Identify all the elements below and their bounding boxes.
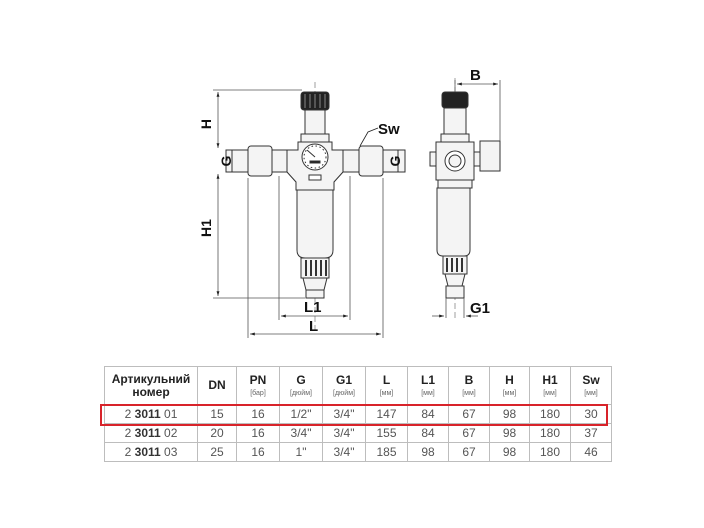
header-label: H1 bbox=[542, 372, 558, 387]
cell-G: 3/4" bbox=[279, 423, 323, 443]
cell-PN: 16 bbox=[236, 404, 280, 424]
cell-L1: 84 bbox=[407, 404, 449, 424]
header-unit: [мм] bbox=[421, 389, 435, 397]
header-unit: [мм] bbox=[502, 389, 517, 397]
header-article: Артикульний номер bbox=[104, 366, 198, 405]
cell-H1: 180 bbox=[529, 442, 571, 462]
article-suffix: 02 bbox=[160, 426, 178, 440]
header-label: PN bbox=[249, 372, 267, 387]
header-Sw: Sw [мм] bbox=[570, 366, 612, 405]
header-unit: [мм] bbox=[584, 389, 598, 397]
label-B: B bbox=[470, 67, 481, 84]
header-label: L1 bbox=[420, 372, 435, 387]
label-H: H bbox=[198, 119, 214, 129]
cell-article: 2 3011 01 bbox=[104, 404, 198, 424]
header-label: L bbox=[382, 372, 391, 387]
cell-G1: 3/4" bbox=[322, 404, 366, 424]
adjustment-knob bbox=[300, 91, 330, 111]
front-dimensions bbox=[213, 89, 384, 338]
header-label: G1 bbox=[335, 372, 352, 387]
cell-Sw: 37 bbox=[570, 423, 612, 443]
cell-PN: 16 bbox=[236, 442, 280, 462]
article-base: 3011 bbox=[134, 445, 161, 459]
header-L: L [мм] bbox=[365, 366, 408, 405]
cell-L: 185 bbox=[365, 442, 408, 462]
header-article-line2: номер bbox=[132, 384, 170, 399]
cell-G1: 3/4" bbox=[322, 442, 366, 462]
header-label: H bbox=[505, 372, 514, 387]
header-label: B bbox=[464, 372, 474, 387]
cell-L1: 98 bbox=[407, 442, 449, 462]
cell-B: 67 bbox=[448, 404, 490, 424]
cell-G: 1" bbox=[279, 442, 323, 462]
header-G1: G1 [дюйм] bbox=[322, 366, 366, 405]
cell-H1: 180 bbox=[529, 404, 571, 424]
header-label: G bbox=[296, 372, 306, 387]
cell-Sw: 30 bbox=[570, 404, 612, 424]
header-unit: [мм] bbox=[462, 389, 476, 397]
article-prefix: 2 bbox=[124, 407, 135, 421]
header-H1: H1 [мм] bbox=[529, 366, 571, 405]
label-Sw: Sw bbox=[378, 121, 400, 138]
header-L1: L1 [мм] bbox=[407, 366, 449, 405]
label-G1: G1 bbox=[470, 300, 490, 317]
side-view bbox=[429, 78, 501, 320]
header-B: B [мм] bbox=[448, 366, 490, 405]
header-article-line1: Артикульний bbox=[111, 371, 191, 386]
article-suffix: 03 bbox=[160, 445, 178, 459]
cell-article: 2 3011 03 bbox=[104, 442, 198, 462]
front-view bbox=[225, 82, 406, 330]
table-header-row: Артикульний номер DN PN [бар] G [дюйм] G1 [… bbox=[104, 366, 612, 405]
article-prefix: 2 bbox=[124, 426, 135, 440]
spec-table: Артикульний номер DN PN [бар] G [дюйм] G1 [… bbox=[104, 366, 612, 462]
cell-DN: 25 bbox=[197, 442, 237, 462]
article-suffix: 01 bbox=[160, 407, 178, 421]
header-unit: [дюйм] bbox=[333, 389, 355, 397]
cell-article: 2 3011 02 bbox=[104, 423, 198, 443]
label-L1: L1 bbox=[304, 299, 322, 316]
cell-H: 98 bbox=[489, 404, 530, 424]
label-G-left: G bbox=[218, 155, 234, 166]
cell-L: 155 bbox=[365, 423, 408, 443]
cell-B: 67 bbox=[448, 442, 490, 462]
label-L: L bbox=[309, 318, 318, 335]
table-row: 2 3011 01 15 16 1/2" 3/4" 147 84 67 98 1… bbox=[104, 404, 612, 424]
cell-L: 147 bbox=[365, 404, 408, 424]
table-row: 2 3011 03 25 16 1" 3/4" 185 98 67 98 180… bbox=[104, 442, 612, 462]
article-base: 3011 bbox=[134, 426, 161, 440]
cell-H: 98 bbox=[489, 423, 530, 443]
technical-drawing: H G G H1 Sw L1 L B G1 bbox=[198, 67, 501, 338]
label-H1: H1 bbox=[198, 219, 214, 237]
header-PN: PN [бар] bbox=[236, 366, 280, 405]
pressure-gauge-icon bbox=[301, 143, 329, 171]
cell-DN: 15 bbox=[197, 404, 237, 424]
header-label: DN bbox=[208, 378, 226, 392]
article-base: 3011 bbox=[134, 407, 161, 421]
cell-Sw: 46 bbox=[570, 442, 612, 462]
table-row: 2 3011 02 20 16 3/4" 3/4" 155 84 67 98 1… bbox=[104, 423, 612, 443]
header-label: Sw bbox=[582, 372, 600, 387]
header-unit: [бар] bbox=[250, 389, 266, 397]
cell-G1: 3/4" bbox=[322, 423, 366, 443]
header-unit: [дюйм] bbox=[290, 389, 312, 397]
side-dimensions bbox=[432, 80, 501, 318]
header-G: G [дюйм] bbox=[279, 366, 323, 405]
header-unit: [мм] bbox=[379, 389, 394, 397]
label-G-right: G bbox=[387, 155, 403, 166]
cell-L1: 84 bbox=[407, 423, 449, 443]
cell-H1: 180 bbox=[529, 423, 571, 443]
cell-PN: 16 bbox=[236, 423, 280, 443]
cell-G: 1/2" bbox=[279, 404, 323, 424]
header-H: H [мм] bbox=[489, 366, 530, 405]
cell-DN: 20 bbox=[197, 423, 237, 443]
header-unit: [мм] bbox=[543, 389, 557, 397]
header-DN: DN bbox=[197, 366, 237, 405]
cell-H: 98 bbox=[489, 442, 530, 462]
article-prefix: 2 bbox=[124, 445, 135, 459]
cell-B: 67 bbox=[448, 423, 490, 443]
